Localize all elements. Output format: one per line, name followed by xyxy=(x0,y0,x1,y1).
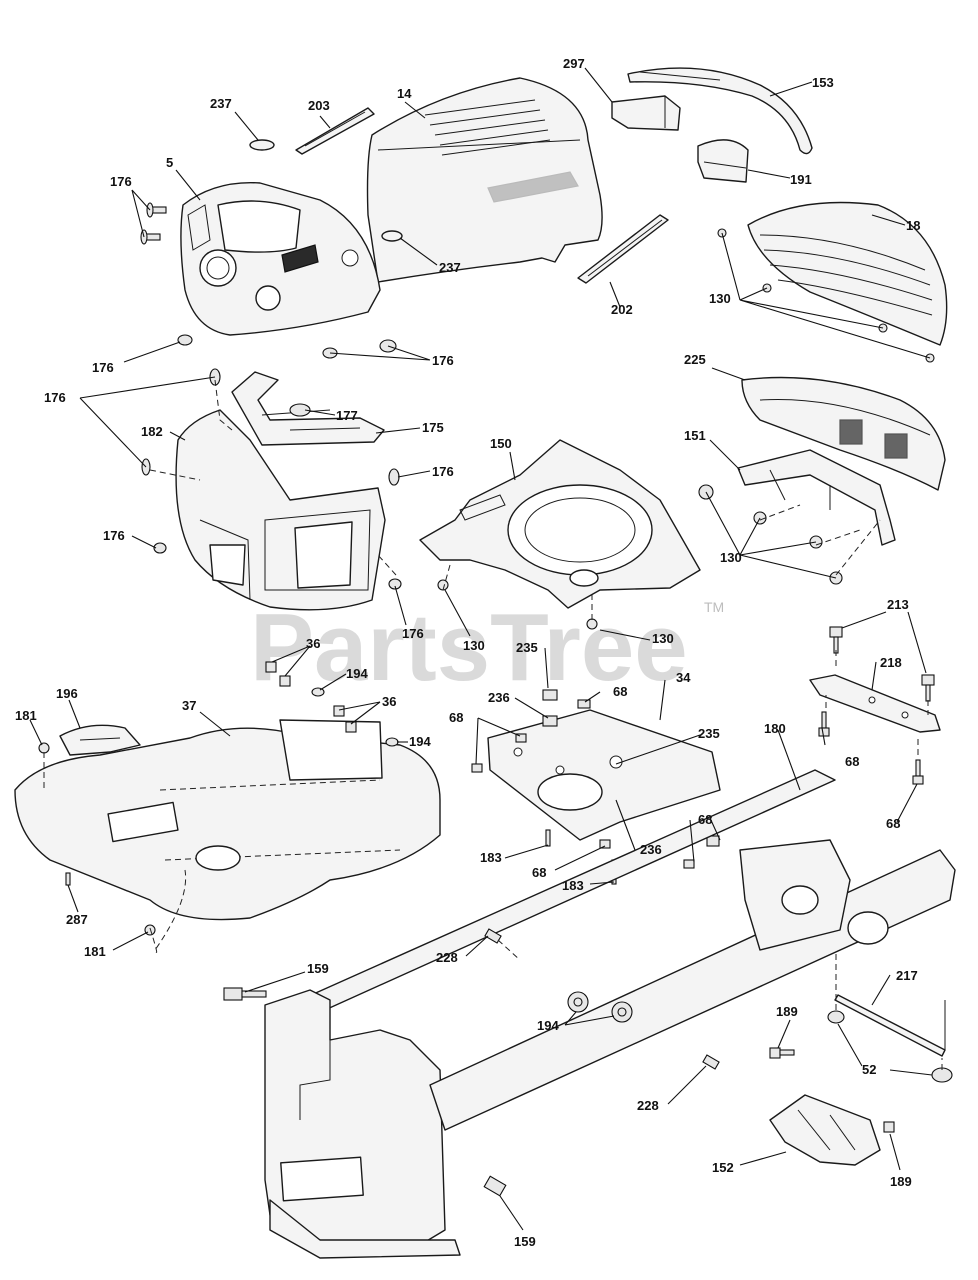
callout-176-c: 176 xyxy=(432,353,454,368)
callout-235-b: 235 xyxy=(698,726,720,741)
callout-68-f: 68 xyxy=(532,865,546,880)
callout-5: 5 xyxy=(166,155,173,170)
callout-213: 213 xyxy=(887,597,909,612)
callout-153: 153 xyxy=(812,75,834,90)
callout-176-g: 176 xyxy=(402,626,424,641)
leader-lines xyxy=(29,67,933,1231)
callout-labels: 297 153 237 203 14 5 176 191 18 237 130 … xyxy=(15,56,920,1249)
callout-176-f: 176 xyxy=(103,528,125,543)
callout-194-a: 194 xyxy=(346,666,368,681)
part-182-lower-dash[interactable] xyxy=(175,409,386,611)
part-180-frame[interactable] xyxy=(264,769,956,1259)
callout-189-b: 189 xyxy=(890,1174,912,1189)
callout-202: 202 xyxy=(611,302,633,317)
callout-235-a: 235 xyxy=(516,640,538,655)
callout-181-b: 181 xyxy=(84,944,106,959)
callout-183-b: 183 xyxy=(562,878,584,893)
callout-175: 175 xyxy=(422,420,444,435)
part-189-bolts[interactable] xyxy=(769,1047,895,1133)
callout-68-c: 68 xyxy=(845,754,859,769)
callout-130-b: 130 xyxy=(720,550,742,565)
callout-37: 37 xyxy=(182,698,196,713)
callout-14: 14 xyxy=(397,86,412,101)
callout-151: 151 xyxy=(684,428,706,443)
part-237-badge-top[interactable] xyxy=(249,139,275,151)
part-177-grommet[interactable] xyxy=(289,403,311,417)
part-194-nuts[interactable] xyxy=(567,991,633,1023)
watermark-text: PartsTree xyxy=(250,594,688,701)
callout-176-a: 176 xyxy=(110,174,132,189)
callout-297: 297 xyxy=(563,56,585,71)
part-152-guard[interactable] xyxy=(769,1094,881,1166)
callout-217: 217 xyxy=(896,968,918,983)
callout-68-a: 68 xyxy=(613,684,627,699)
callout-237-top: 237 xyxy=(210,96,232,111)
part-225-bumper[interactable] xyxy=(741,376,946,491)
callout-237-b: 237 xyxy=(439,260,461,275)
part-153-trim[interactable] xyxy=(627,67,813,155)
callout-176-b: 176 xyxy=(92,360,114,375)
part-218-bracket[interactable] xyxy=(809,674,941,733)
callout-130-a: 130 xyxy=(709,291,731,306)
callout-36-b: 36 xyxy=(382,694,396,709)
watermark-tm: TM xyxy=(704,599,724,615)
part-34-plate[interactable] xyxy=(487,709,721,841)
callout-183-a: 183 xyxy=(480,850,502,865)
part-175-bracket[interactable] xyxy=(231,371,385,446)
callout-228-a: 228 xyxy=(436,950,458,965)
callout-228-b: 228 xyxy=(637,1098,659,1113)
callout-189-a: 189 xyxy=(776,1004,798,1019)
part-297-block[interactable] xyxy=(611,95,681,131)
callout-130-c: 130 xyxy=(463,638,485,653)
part-228-pins[interactable] xyxy=(484,928,720,1070)
callout-203: 203 xyxy=(308,98,330,113)
callout-130-d: 130 xyxy=(652,631,674,646)
callout-194-c: 194 xyxy=(537,1018,559,1033)
callout-34: 34 xyxy=(676,670,691,685)
callout-196: 196 xyxy=(56,686,78,701)
callout-176-e: 176 xyxy=(432,464,454,479)
callout-218: 218 xyxy=(880,655,902,670)
callout-182: 182 xyxy=(141,424,163,439)
callout-194-b: 194 xyxy=(409,734,431,749)
callout-159-b: 159 xyxy=(514,1234,536,1249)
callout-236-b: 236 xyxy=(640,842,662,857)
callout-152: 152 xyxy=(712,1160,734,1175)
callout-176-d: 176 xyxy=(44,390,66,405)
callout-68-d: 68 xyxy=(698,812,712,827)
part-202-strip[interactable] xyxy=(577,214,669,284)
callout-36-a: 36 xyxy=(306,636,320,651)
part-191-block[interactable] xyxy=(697,139,749,183)
callout-18: 18 xyxy=(906,218,920,233)
part-37-footrest[interactable] xyxy=(14,719,441,921)
callout-150: 150 xyxy=(490,436,512,451)
callout-177: 177 xyxy=(336,408,358,423)
callout-287: 287 xyxy=(66,912,88,927)
part-14-hood[interactable] xyxy=(366,77,603,283)
callout-225: 225 xyxy=(684,352,706,367)
callout-180: 180 xyxy=(764,721,786,736)
part-159-bolts[interactable] xyxy=(223,987,507,1197)
callout-236-a: 236 xyxy=(488,690,510,705)
callout-52: 52 xyxy=(862,1062,876,1077)
callout-68-e: 68 xyxy=(886,816,900,831)
part-237-badge-lower[interactable] xyxy=(381,230,403,242)
callout-68-b: 68 xyxy=(449,710,463,725)
part-18-grille[interactable] xyxy=(747,201,948,346)
part-151-bracket[interactable] xyxy=(737,449,896,546)
callout-191: 191 xyxy=(790,172,812,187)
part-52-bushings[interactable] xyxy=(827,1010,953,1083)
part-203-strip[interactable] xyxy=(295,107,375,155)
assembly-lines xyxy=(43,379,943,1070)
part-196-cover[interactable] xyxy=(59,724,141,756)
callout-159-a: 159 xyxy=(307,961,329,976)
callout-181-a: 181 xyxy=(15,708,37,723)
part-150-liner[interactable] xyxy=(419,439,701,609)
part-5-dash-panel[interactable] xyxy=(180,181,381,336)
